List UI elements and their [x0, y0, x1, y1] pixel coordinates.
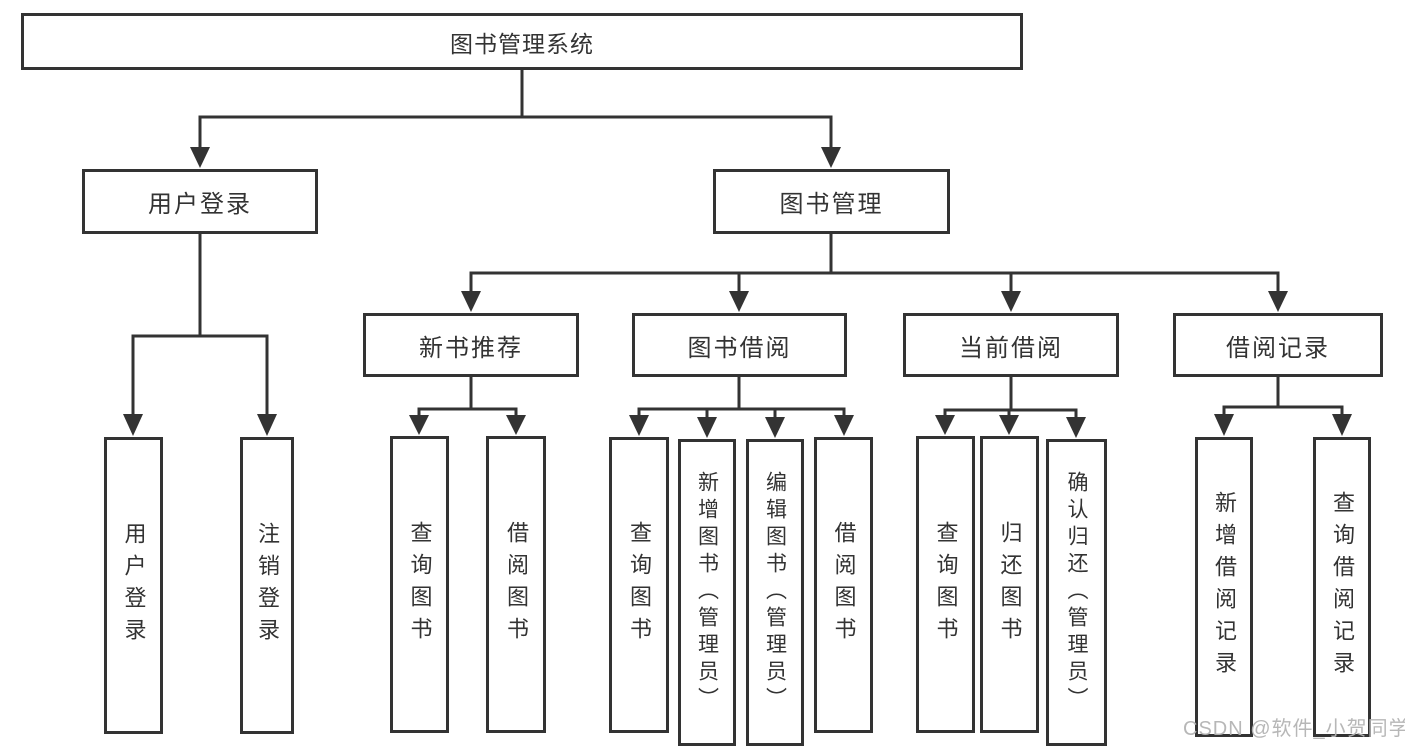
node-user-login: 用户登录 — [82, 169, 318, 234]
connector-book-management-branch — [461, 234, 1288, 312]
node-root-system: 图书管理系统 — [21, 13, 1023, 70]
csdn-watermark: CSDN @软件_小贺同学 — [1183, 718, 1405, 740]
leaf-current-return-books: 归还图书 — [980, 436, 1039, 733]
connector-current-borrow-branch — [935, 377, 1086, 438]
leaf-borrow-add-books-admin: 新增图书（管理员） — [678, 439, 736, 746]
node-book-management: 图书管理 — [713, 169, 950, 234]
leaf-recommend-query-books: 查询图书 — [390, 436, 449, 733]
leaf-current-query-books: 查询图书 — [916, 436, 975, 733]
node-current-borrow: 当前借阅 — [903, 313, 1119, 377]
connector-borrow-record-branch — [1214, 377, 1352, 436]
leaf-borrow-edit-books-admin: 编辑图书（管理员） — [746, 439, 804, 746]
leaf-current-confirm-return-admin: 确认归还（管理员） — [1046, 439, 1107, 746]
connector-book-borrow-branch — [629, 377, 854, 438]
leaf-user-login: 用户登录 — [104, 437, 163, 734]
connector-new-book-recommend-branch — [409, 377, 526, 435]
leaf-recommend-borrow-books: 借阅图书 — [486, 436, 546, 733]
leaf-logout: 注销登录 — [240, 437, 294, 734]
connector-root-to-level2 — [190, 69, 841, 168]
leaf-record-add-borrow-record: 新增借阅记录 — [1195, 437, 1253, 737]
connector-user-login-branch — [123, 234, 277, 436]
node-book-borrow: 图书借阅 — [632, 313, 847, 377]
leaf-borrow-borrow-books: 借阅图书 — [814, 437, 873, 733]
node-new-book-recommend: 新书推荐 — [363, 313, 579, 377]
leaf-record-query-borrow-record: 查询借阅记录 — [1313, 437, 1371, 737]
node-borrow-records: 借阅记录 — [1173, 313, 1383, 377]
leaf-borrow-query-books: 查询图书 — [609, 437, 669, 733]
